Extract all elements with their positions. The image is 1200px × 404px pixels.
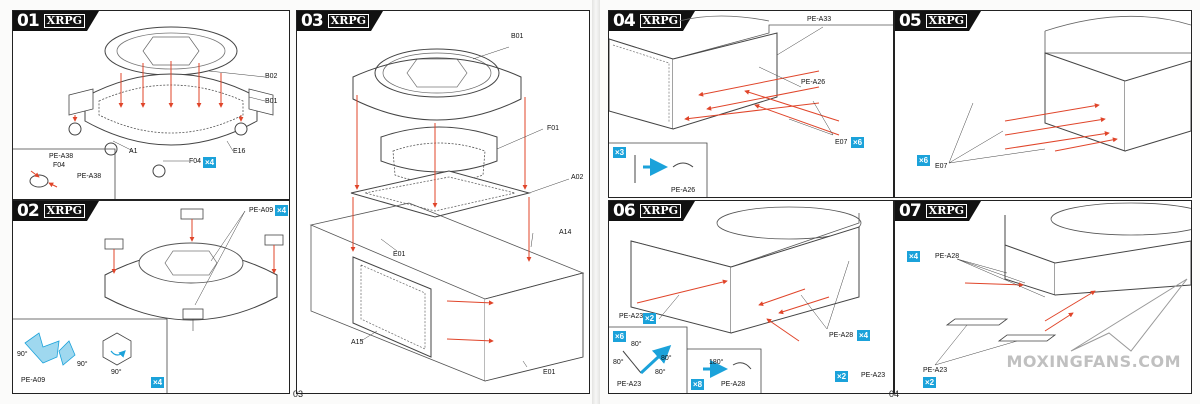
step-01-drawing: [13, 26, 274, 199]
angle-label: 80°: [631, 341, 642, 348]
watermark: MOXINGFANS.COM: [1006, 352, 1181, 371]
step-06-drawing: [609, 206, 862, 393]
angle-label: 80°: [661, 355, 672, 362]
step-number: 06: [613, 201, 635, 221]
part-label-a15: A15: [351, 339, 364, 346]
part-label-f01: F01: [547, 125, 560, 132]
step-06-tag: 06 XRPG: [609, 201, 695, 221]
part-label-pe-a23: PE-A23: [923, 367, 948, 374]
step-07-tag: 07 XRPG: [895, 201, 981, 221]
angle-label: 90°: [111, 369, 122, 376]
part-label-pe-a23: PE-A23: [861, 372, 886, 379]
step-number: 04: [613, 11, 635, 31]
part-label-pe-a23: PE-A23: [617, 381, 642, 388]
part-label-e01: E01: [543, 369, 556, 376]
step-05-tag: 05 XRPG: [895, 11, 981, 31]
step-03-drawing: [309, 46, 585, 382]
angle-label: 180°: [709, 359, 724, 366]
part-label-pe-a26: PE-A26: [671, 187, 696, 194]
part-label-pe-a28: PE-A28: [935, 253, 960, 260]
step-number: 01: [17, 11, 39, 31]
angle-label: 80°: [613, 359, 624, 366]
part-label-a14: A14: [559, 229, 572, 236]
brand-logo: XRPG: [926, 204, 967, 218]
step-03-tag: 03 XRPG: [297, 11, 383, 31]
step-number: 02: [17, 201, 39, 221]
step-07-drawing: [934, 202, 1191, 366]
brand-logo: XRPG: [640, 204, 681, 218]
qty-badge: ×6: [613, 331, 627, 342]
qty-badge: ×6: [851, 137, 865, 148]
brand-logo: XRPG: [44, 14, 85, 28]
step-04-drawing: [609, 15, 893, 197]
part-label-pe-a33: PE-A33: [807, 16, 832, 23]
part-label-pe-a38: PE-A38: [77, 173, 102, 180]
part-label-f04: F04: [189, 158, 202, 165]
step-07-panel: 07 XRPG ×4 PE-A28 PE-A23 ×2 MOXINGFANS.CO…: [894, 200, 1192, 394]
step-03-panel: 03 XRPG B01 F01 A02 A14 E01 A15 E01: [296, 10, 590, 394]
part-label-a02: A02: [571, 174, 584, 181]
step-01-tag: 01 XRPG: [13, 11, 99, 31]
part-label-b01: B01: [511, 33, 524, 40]
part-label-e16: E16: [233, 148, 246, 155]
qty-badge: ×2: [835, 371, 849, 382]
part-label-pe-a09: PE-A09: [21, 377, 46, 384]
qty-badge: ×2: [643, 313, 657, 324]
part-label-e07: E07: [935, 163, 948, 170]
part-label-e01: E01: [393, 251, 406, 258]
part-label-b02: B02: [265, 73, 278, 80]
part-label-pe-a38: PE-A38: [49, 153, 74, 160]
qty-badge: ×6: [917, 155, 931, 166]
part-label-pe-a28: PE-A28: [829, 332, 854, 339]
step-number: 03: [301, 11, 323, 31]
step-02-panel: 02 XRPG PE-A09 ×4 90° 90° 90° PE-A09 ×4: [12, 200, 290, 394]
brand-logo: XRPG: [926, 14, 967, 28]
part-label-e07: E07: [835, 139, 848, 146]
part-label-pe-a28: PE-A28: [721, 381, 746, 388]
brand-logo: XRPG: [44, 204, 85, 218]
part-label-pe-a23: PE-A23: [619, 313, 644, 320]
part-label-pe-a26: PE-A26: [801, 79, 826, 86]
part-label-f04: F04: [53, 162, 66, 169]
part-label-a1: A1: [129, 148, 138, 155]
step-number: 05: [899, 11, 921, 31]
step-02-tag: 02 XRPG: [13, 201, 99, 221]
qty-badge: ×4: [275, 205, 289, 216]
qty-badge: ×4: [857, 330, 871, 341]
page-number-right: 04: [889, 389, 900, 399]
qty-badge: ×3: [613, 147, 627, 158]
brand-logo: XRPG: [328, 14, 369, 28]
book-gutter: [592, 0, 600, 404]
angle-label: 80°: [655, 369, 666, 376]
part-label-b01: B01: [265, 98, 278, 105]
part-label-pe-a09: PE-A09: [249, 207, 274, 214]
page-number-left: 03: [293, 389, 304, 399]
qty-badge: ×8: [691, 379, 705, 390]
qty-badge: ×4: [907, 251, 921, 262]
qty-badge: ×4: [203, 157, 217, 168]
angle-label: 90°: [77, 361, 88, 368]
step-05-panel: 05 XRPG ×6 E07: [894, 10, 1192, 198]
step-02-drawing: [13, 208, 284, 393]
qty-badge: ×2: [923, 377, 937, 388]
angle-label: 90°: [17, 351, 28, 358]
qty-badge: ×4: [151, 377, 165, 388]
step-05-drawing: [948, 15, 1191, 164]
step-number: 07: [899, 201, 921, 221]
